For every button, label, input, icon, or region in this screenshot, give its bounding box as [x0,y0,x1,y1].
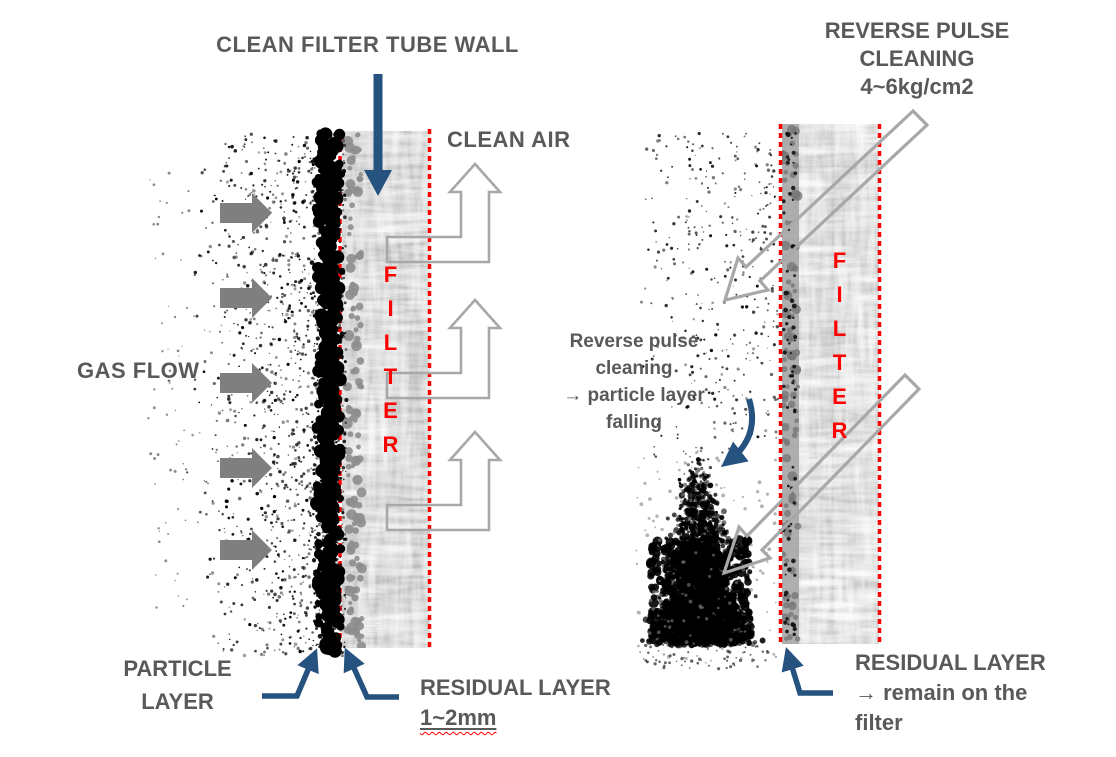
reverse-pulse-pressure-value: 4~6kg/cm2 [860,74,974,99]
right-filter-vertical-label: FILTER [827,248,852,452]
reverse-pulse-cleaning-title: REVERSE PULSE CLEANING 4~6kg/cm2 [788,17,1046,101]
gas-flow-arrow [220,448,272,488]
residual-layer-left-label: RESIDUAL LAYER 1~2mm [420,673,611,733]
clean-air-label: CLEAN AIR [447,127,571,152]
falling-note-line4: falling [606,412,662,433]
clean-air-arrow [385,430,503,532]
particle-layer-line2: LAYER [141,689,214,714]
gas-flow-arrow [220,278,272,318]
reverse-pulse-arrow-top [722,108,930,303]
residual-right-line3: filter [855,710,903,735]
right-filter-media [782,124,879,644]
particle-layer-line1: PARTICLE [123,656,232,681]
falling-particle-cloud [635,450,778,671]
residual-layer-thickness: 1~2mm [420,705,497,730]
reverse-pulse-arrow-bottom [721,372,922,576]
left-filter-vertical-label: FILTER [378,262,403,466]
gas-flow-label: GAS FLOW [77,358,200,383]
falling-note-line2: cleaning [595,358,673,379]
falling-note-line3: → particle layer [563,385,705,406]
particle-layer-pointer-arrow [262,648,319,699]
residual-layer-right-label: RESIDUAL LAYER → remain on the filter [855,648,1046,738]
tube-wall-pointer-arrowhead [364,170,392,196]
residual-right-line2: → remain on the [855,680,1028,705]
falling-note-line1: Reverse pulse [569,331,699,352]
remaining-layer-pointer-arrow [781,647,833,696]
clean-air-arrow [385,162,503,264]
residual-right-line1: RESIDUAL LAYER [855,650,1046,675]
residual-layer-pointer-arrow [343,647,399,700]
gas-flow-arrows [220,193,272,570]
gas-flow-arrow [220,363,272,403]
clean-air-arrow [385,298,503,400]
clean-air-arrows [385,162,503,532]
gas-flow-arrow [220,193,272,233]
gas-flow-arrow [220,530,272,570]
reverse-pulse-title-line2: CLEANING [859,46,975,71]
particle-layer-label: PARTICLE LAYER [95,652,260,718]
residual-layer-left-title: RESIDUAL LAYER [420,675,611,700]
right-residual-strip [782,124,803,642]
left-residual-strip [342,132,367,648]
falling-layer-pointer-arrow [721,398,756,468]
annotation-arrows [262,74,833,700]
reverse-pulse-title-line1: REVERSE PULSE [824,18,1010,43]
particle-layer-band [309,127,349,658]
particle-falling-note: Reverse pulse cleaning → particle layer … [545,328,723,436]
clean-filter-tube-wall-title: CLEAN FILTER TUBE WALL [216,32,519,57]
